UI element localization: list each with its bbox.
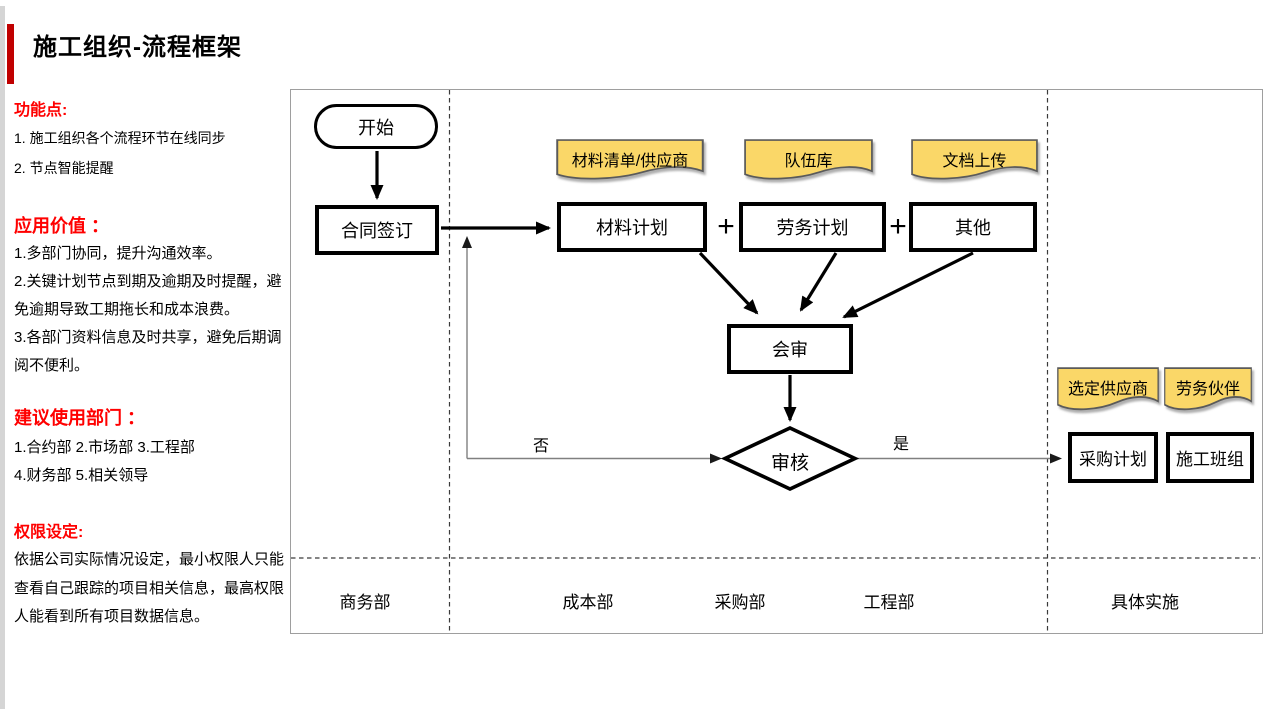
text-line: 人能看到所有项目数据信息。: [14, 608, 210, 625]
decision-no-label: 否: [533, 438, 550, 455]
doc-note-team-library: 队伍库: [744, 139, 873, 184]
lane-label-engineering: 工程部: [863, 593, 915, 612]
doc-note-label: 队伍库: [784, 153, 833, 170]
material-plan-box: 材料计划: [557, 202, 707, 252]
document-shape-icon: [1057, 367, 1159, 411]
start-node: 开始: [314, 104, 438, 149]
purchase-plan-box: 采购计划: [1068, 432, 1158, 483]
document-shape-icon: [744, 139, 873, 180]
doc-note-label: 劳务伙伴: [1175, 381, 1240, 398]
lane-label-purchasing: 采购部: [714, 593, 766, 612]
page-title: 施工组织-流程框架: [33, 34, 242, 61]
text-line: 1.合约部 2.市场部 3.工程部: [14, 439, 195, 456]
construction-crew-box: 施工班组: [1166, 432, 1254, 483]
decision-yes-label: 是: [893, 436, 910, 453]
doc-note-label: 材料清单/供应商: [571, 153, 689, 170]
text-line: 2. 节点智能提醒: [14, 160, 114, 176]
document-shape-icon: [1164, 367, 1252, 411]
section-heading-value: 应用价值 ：: [14, 216, 110, 236]
lane-label-business: 商务部: [339, 593, 391, 612]
lane-label-cost: 成本部: [562, 593, 614, 612]
section-heading-permissions: 权限设定:: [14, 524, 84, 541]
lane-label-implementation: 具体实施: [1111, 593, 1179, 612]
doc-note-label: 文档上传: [942, 153, 1007, 170]
section-heading-features: 功能点:: [14, 102, 68, 119]
text-line: 3.各部门资料信息及时共享，避免后期调: [14, 329, 282, 346]
contract-sign-box: 合同签订: [315, 205, 439, 255]
plus-sign-2: +: [889, 210, 907, 243]
text-line: 2.关键计划节点到期及逾期及时提醒，避: [14, 273, 282, 290]
other-box: 其他: [909, 202, 1037, 252]
window-edge-strip: [0, 6, 5, 709]
doc-note-selected-supplier: 选定供应商: [1057, 367, 1159, 415]
section-lines-value: 1.多部门协同，提升沟通效率。 2.关键计划节点到期及逾期及时提醒，避免逾期导致工…: [14, 240, 306, 380]
doc-note-material-list: 材料清单/供应商: [556, 139, 704, 184]
title-accent-bar: [7, 24, 14, 84]
doc-note-doc-upload: 文档上传: [911, 139, 1038, 184]
text-line: 依据公司实际情况设定，最小权限人只能: [14, 551, 285, 568]
text-line: 免逾期导致工期拖长和成本浪费。: [14, 301, 240, 318]
plus-sign-1: +: [717, 210, 735, 243]
document-shape-icon: [911, 139, 1038, 180]
doc-note-labor-partner: 劳务伙伴: [1164, 367, 1252, 415]
text-line: 查看自己跟踪的项目相关信息，最高权限: [14, 579, 285, 597]
decision-label: 审核: [770, 453, 809, 474]
labor-plan-box: 劳务计划: [739, 202, 886, 252]
text-line: 1. 施工组织各个流程环节在线同步: [14, 130, 226, 146]
section-lines-permissions: 依据公司实际情况设定，最小权限人只能查看自己跟踪的项目相关信息，最高权限人能看到…: [14, 546, 306, 632]
joint-review-box: 会审: [727, 324, 853, 374]
document-shape-icon: [556, 139, 704, 180]
section-heading-departments: 建议使用部门 ：: [14, 408, 146, 428]
text-line: 1.多部门协同，提升沟通效率。: [14, 245, 222, 262]
section-lines-departments: 1.合约部 2.市场部 3.工程部 4.财务部 5.相关领导: [14, 434, 306, 490]
text-line: 4.财务部 5.相关领导: [14, 467, 149, 484]
text-line: 阅不便利。: [14, 357, 90, 374]
doc-note-label: 选定供应商: [1067, 381, 1148, 398]
section-lines-features: 1. 施工组织各个流程环节在线同步 2. 节点智能提醒: [14, 124, 306, 184]
